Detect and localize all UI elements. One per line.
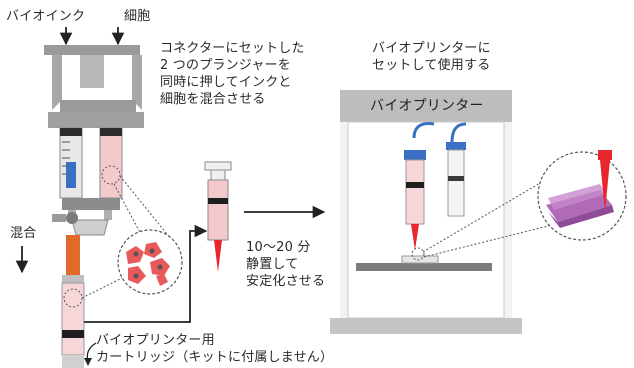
cartridge-note: バイオプリンター用 カートリッジ（キットに付属しません）: [96, 333, 334, 365]
zoom-line-d: [422, 175, 553, 253]
double-syringe-icon: [44, 45, 144, 368]
printer-title: バイオプリンター: [370, 98, 484, 114]
cells-label: 細胞: [124, 9, 151, 24]
rest-note: 10～20 分 静置して 安定化させる: [246, 240, 326, 289]
printer-note: バイオプリンターに セットして使用する: [372, 41, 491, 73]
connector-note: コネクターにセットした 2 つのプランジャーを 同時に押してインクと 細胞を混合…: [160, 41, 305, 107]
mix-label: 混合: [10, 226, 37, 241]
zoom-marker-print: [411, 247, 425, 261]
printed-tissue-icon: [537, 150, 627, 241]
zoom-line-e: [423, 223, 557, 258]
zoom-marker-cells: [101, 165, 121, 185]
bioprinter-icon: [330, 90, 522, 334]
syringe-icon: [204, 161, 232, 272]
zoom-line-a: [113, 183, 144, 239]
flow-arrow-to-syringe: [84, 224, 208, 323]
zoom-line-c: [81, 277, 123, 299]
cell-cluster-icon: [117, 229, 183, 295]
bioink-label: バイオインク: [6, 9, 86, 24]
zoom-line-b: [119, 175, 176, 245]
